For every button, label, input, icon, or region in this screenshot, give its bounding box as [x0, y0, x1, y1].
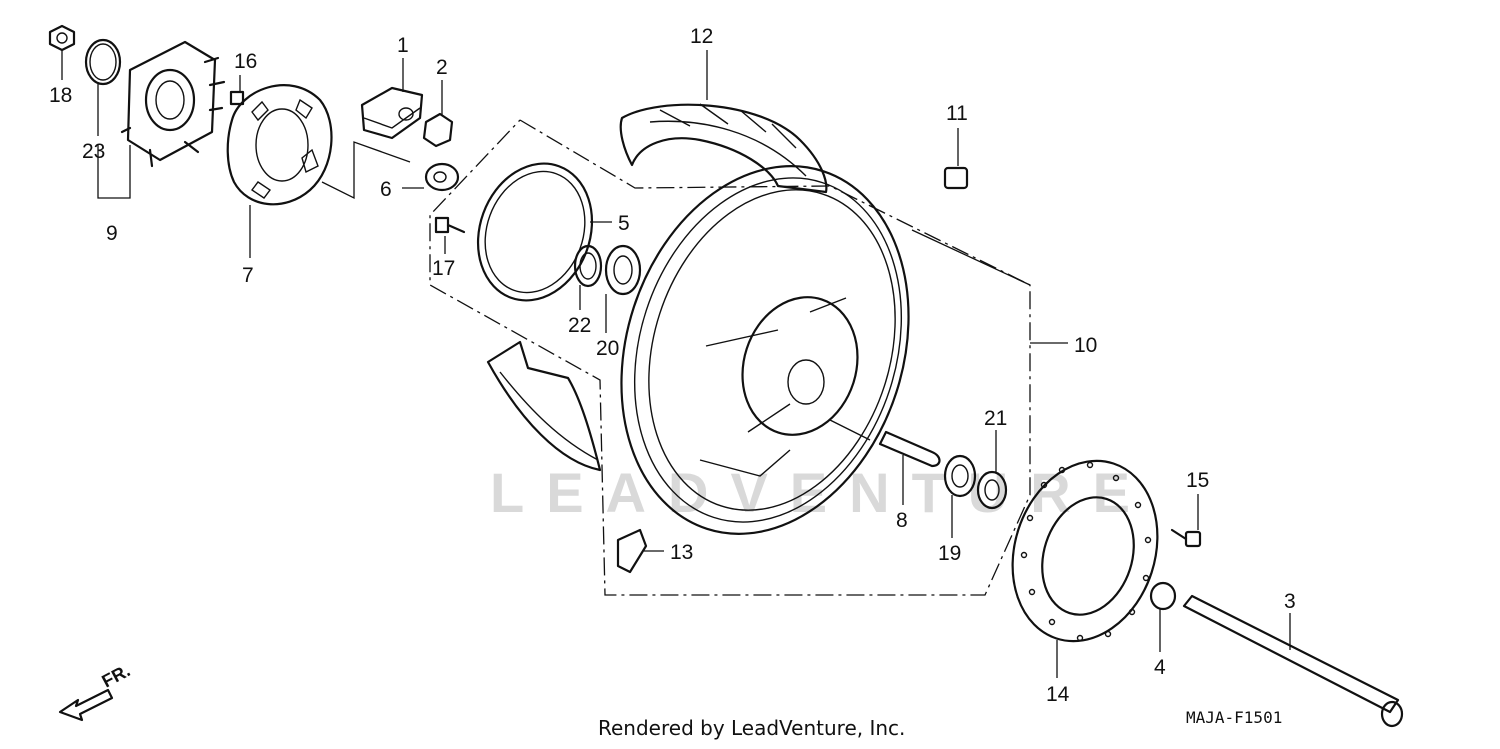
valve-part-13 [616, 528, 664, 574]
callout-17: 17 [432, 257, 455, 280]
assembly-outline [321, 119, 1068, 596]
bolt-part-15 [1170, 494, 1202, 548]
diagram-code: MAJA-F1501 [1186, 708, 1283, 727]
distance-collar-part [878, 430, 941, 505]
axle-part [1182, 594, 1404, 728]
callout-3: 3 [1284, 590, 1296, 613]
callout-9: 9 [106, 222, 118, 245]
bearing-part-19 [943, 454, 977, 538]
collar-part [402, 162, 460, 192]
oil-seal-part [573, 244, 603, 310]
watermark: LEADVENTURE [490, 461, 1152, 524]
sprocket-plate-part [226, 84, 333, 258]
callout-labels: 1 2 3 4 5 6 7 8 9 10 11 12 13 14 15 16 1… [49, 25, 1296, 706]
callout-4: 4 [1154, 656, 1166, 679]
pulser-ring-part [476, 162, 612, 302]
oil-seal-part-21 [976, 430, 1008, 510]
callout-18: 18 [49, 84, 72, 107]
footer-credit: Rendered by LeadVenture, Inc. [598, 716, 906, 740]
damper-block-part [360, 58, 424, 140]
callout-16: 16 [234, 50, 257, 73]
callout-11: 11 [946, 102, 968, 125]
callout-20: 20 [596, 337, 619, 360]
tire-half-part [486, 340, 602, 472]
bearing-part-20 [604, 244, 642, 333]
callout-19: 19 [938, 542, 961, 565]
tire-part [619, 50, 828, 194]
damper-rubber-part [422, 80, 454, 148]
callout-12: 12 [690, 25, 713, 48]
callout-10: 10 [1074, 334, 1097, 357]
callout-13: 13 [670, 541, 693, 564]
driven-flange-part [97, 40, 226, 199]
front-direction-label: FR. [98, 660, 133, 691]
bolt-part-16 [229, 75, 245, 106]
flange-nut-part [48, 24, 76, 80]
callout-5: 5 [618, 212, 630, 235]
wheel-rim-part [620, 165, 1031, 535]
callout-14: 14 [1046, 683, 1070, 706]
callout-6: 6 [380, 178, 392, 201]
callout-7: 7 [242, 264, 254, 287]
side-collar-part [1149, 581, 1177, 652]
bolt-part-17 [434, 216, 466, 254]
front-direction-arrow-icon: FR. [58, 660, 133, 722]
o-ring-part [84, 38, 122, 136]
callout-8: 8 [896, 509, 908, 532]
callout-22: 22 [568, 314, 591, 337]
valve-part-11 [943, 128, 969, 190]
brake-disc-part [1011, 459, 1159, 678]
callout-15: 15 [1186, 469, 1209, 492]
callout-21: 21 [984, 407, 1007, 430]
callout-1: 1 [397, 34, 409, 57]
callout-23: 23 [82, 140, 105, 163]
callout-2: 2 [436, 56, 448, 79]
